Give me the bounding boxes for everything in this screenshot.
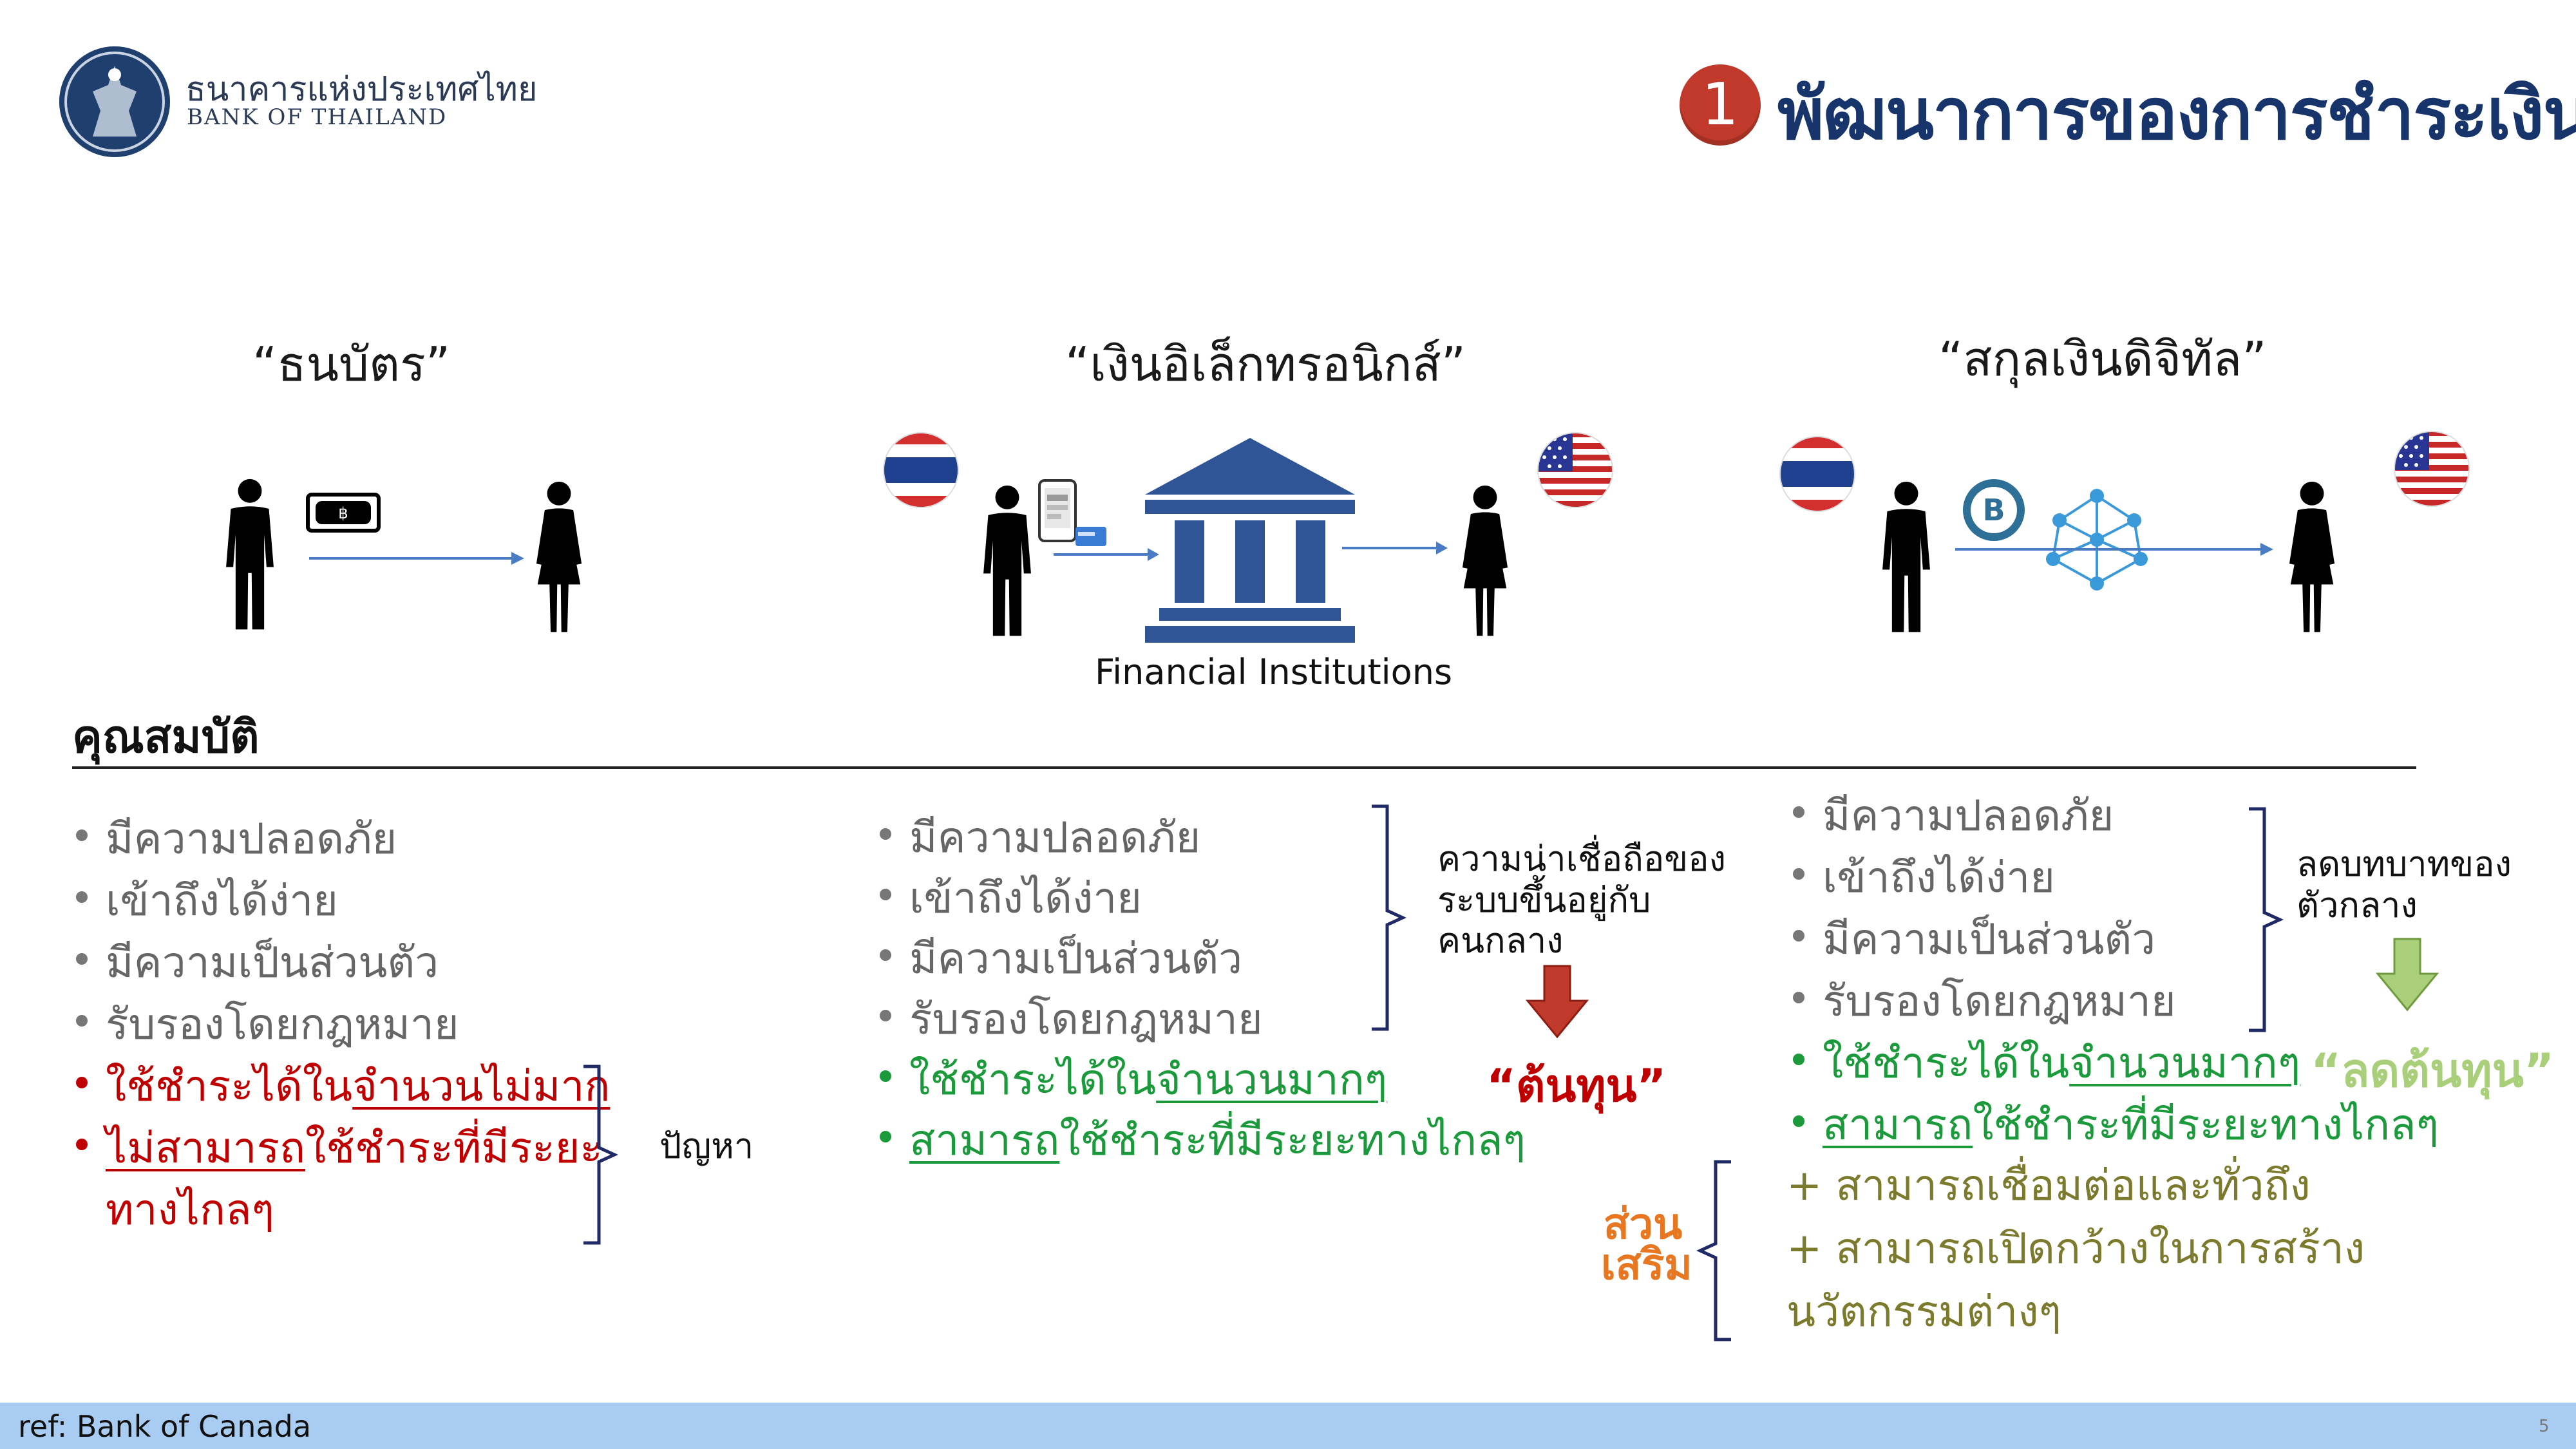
- transfer-arrow-icon: [309, 552, 524, 565]
- transfer-arrow-icon: [1342, 542, 1448, 554]
- list-item: มีความเป็นส่วนตัว: [1793, 918, 2155, 961]
- list-item: มีความปลอดภัย: [880, 817, 1200, 859]
- list-item-advantage: สามารถใช้ชำระที่มีระยะทางไกลๆ: [1793, 1104, 2439, 1146]
- mobile-banking-icon: [1038, 479, 1106, 546]
- extra-feature: + สามารถเปิดกว้างในการสร้าง: [1786, 1224, 2365, 1273]
- list-item: เข้าถึงได้ง่าย: [880, 877, 1142, 920]
- list-item: เข้าถึงได้ง่าย: [76, 880, 338, 922]
- bot-logo: [59, 46, 170, 157]
- sender-person-icon: [1874, 480, 1938, 635]
- bracket-icon: [1696, 1160, 1731, 1341]
- list-item: มีความเป็นส่วนตัว: [880, 938, 1242, 980]
- sender-person-icon: [975, 484, 1039, 639]
- list-item: มีความปลอดภัย: [76, 818, 397, 860]
- extras-label: ส่วนเสริม: [1601, 1199, 1692, 1289]
- reduced-cost-label: “ลดต้นทุน”: [2311, 1043, 2555, 1097]
- receiver-person-icon: [1453, 484, 1517, 639]
- financial-institutions-caption: Financial Institutions: [1095, 652, 1453, 692]
- list-item-problem: ไม่สามารถใช้ชำระที่มีระยะ: [76, 1127, 603, 1170]
- arrow-down-icon: [1525, 965, 1589, 1039]
- network-icon: [2046, 489, 2148, 591]
- list-item: รับรองโดยกฎหมาย: [880, 998, 1263, 1041]
- column-title-digital-currency: “สกุลเงินดิจิทัล”: [1938, 332, 2267, 387]
- svg-text:฿: ฿: [338, 504, 348, 522]
- list-item: มีความเป็นส่วนตัว: [76, 942, 439, 984]
- list-item-problem: ใช้ชำระได้ในจำนวนไม่มาก: [76, 1065, 610, 1108]
- bot-emblem-icon: [93, 66, 137, 137]
- list-item: มีความปลอดภัย: [1793, 795, 2114, 837]
- divider-line: [72, 766, 2416, 769]
- arrow-down-icon: [2375, 938, 2439, 1012]
- bank-building-icon: [1145, 438, 1355, 643]
- page-number: 5: [2539, 1417, 2550, 1436]
- list-item: รับรองโดยกฎหมาย: [1793, 980, 2176, 1023]
- us-flag-icon: [2393, 430, 2470, 507]
- transfer-arrow-icon: [1054, 548, 1159, 561]
- section-number-badge: 1: [1680, 64, 1761, 146]
- column-title-banknote: “ธนบัตร”: [252, 337, 451, 392]
- properties-heading: คุณสมบัติ: [72, 710, 260, 763]
- cost-label: “ต้นทุน”: [1486, 1059, 1667, 1112]
- list-item: รับรองโดยกฎหมาย: [76, 1003, 459, 1046]
- list-item-advantage: สามารถใช้ชำระที่มีระยะทางไกลๆ: [880, 1119, 1526, 1162]
- thai-flag-icon: [882, 431, 960, 509]
- bitcoin-icon: B: [1963, 479, 2025, 541]
- us-flag-icon: [1537, 431, 1614, 509]
- transfer-arrow-icon: [1955, 543, 2273, 556]
- reduced-intermediary-note: ลดบทบาทของตัวกลาง: [2297, 844, 2512, 925]
- payee-person-icon: [527, 480, 591, 635]
- extra-feature: + สามารถเชื่อมต่อและทั่วถึง: [1786, 1160, 2311, 1210]
- bracket-icon: [1372, 804, 1406, 1031]
- list-item-advantage: ใช้ชำระได้ในจำนวนมากๆ: [1793, 1042, 2300, 1084]
- extra-feature-continued: นวัตกรรมต่างๆ: [1786, 1287, 2062, 1336]
- receiver-person-icon: [2280, 480, 2344, 635]
- bracket-icon: [583, 1065, 618, 1245]
- payer-person-icon: [218, 478, 282, 632]
- banknote-icon: ฿: [306, 493, 381, 533]
- bracket-icon: [2249, 807, 2284, 1032]
- logo-thai-text: ธนาคารแห่งประเทศไทย: [185, 70, 538, 109]
- footer-reference: ref: Bank of Canada: [18, 1409, 312, 1444]
- list-item-problem-continued: ทางไกลๆ: [106, 1185, 274, 1235]
- list-item-advantage: ใช้ชำระได้ในจำนวนมากๆ: [880, 1059, 1387, 1101]
- list-item: เข้าถึงได้ง่าย: [1793, 857, 2055, 899]
- svg-text:B: B: [1982, 493, 2005, 527]
- logo-english-text: BANK OF THAILAND: [187, 104, 448, 130]
- intermediary-note: ความน่าเชื่อถือของระบบขึ้นอยู่กับคนกลาง: [1437, 838, 1726, 961]
- column-title-e-money: “เงินอิเล็กทรอนิกส์”: [1065, 337, 1466, 392]
- problem-label: ปัญหา: [659, 1126, 754, 1166]
- footer-bar: [0, 1403, 2576, 1449]
- thai-flag-icon: [1779, 435, 1856, 513]
- page-title: พัฒนาการของการชำระเงิน: [1777, 73, 2576, 155]
